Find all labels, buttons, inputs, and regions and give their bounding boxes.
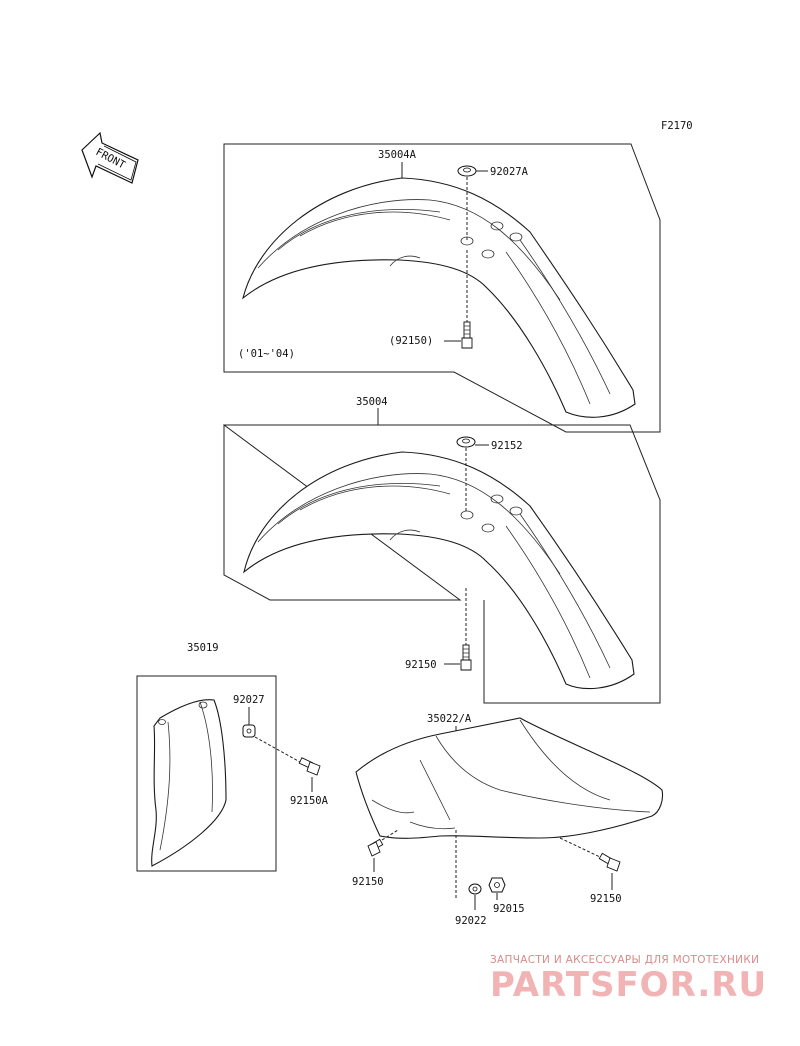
- label-92022: 92022: [455, 915, 487, 927]
- group-frame-35004: [223, 424, 661, 704]
- label-92150-bottom-right: 92150: [590, 893, 622, 905]
- label-92150-paren: (92150): [389, 335, 433, 347]
- label-92150-middle: 92150: [405, 659, 437, 671]
- fender-group-35004: 35004 92152 92150: [223, 396, 661, 704]
- guard-group-35019: 35019 92027 92150A: [136, 642, 329, 872]
- watermark: ЗАПЧАСТИ И АКСЕССУАРЫ ДЛЯ МОТОТЕХНИКИ PA…: [490, 954, 767, 1005]
- label-92015: 92015: [493, 903, 525, 915]
- label-92027: 92027: [233, 694, 265, 706]
- diagram-code: F2170: [661, 120, 693, 132]
- watermark-tagline: ЗАПЧАСТИ И АКСЕССУАРЫ ДЛЯ МОТОТЕХНИКИ: [490, 954, 759, 966]
- bolt-92150-middle: [460, 644, 472, 671]
- bolt-92150-top: [461, 321, 473, 349]
- label-35019: 35019: [187, 642, 219, 654]
- rear-fender-35022A: [355, 717, 664, 839]
- label-92152: 92152: [491, 440, 523, 452]
- label-35022A: 35022/A: [427, 713, 472, 725]
- grommet-92152: [456, 436, 476, 448]
- front-fender-35004: [243, 451, 635, 690]
- rear-fender-group-35022A: 35022/A 92150: [352, 713, 664, 927]
- group-frame-35004A: [223, 143, 661, 433]
- bolt-92150-bottom-right: [598, 852, 621, 872]
- label-92150A: 92150A: [290, 795, 329, 807]
- front-arrow-icon: FRONT: [81, 131, 139, 184]
- washer-92027A: [457, 165, 477, 177]
- label-years: ('01~'04): [238, 348, 295, 360]
- label-92027A: 92027A: [490, 166, 529, 178]
- fender-group-35004A: 35004A 92027A (92150) ('01~'04): [223, 143, 661, 433]
- washer-92027: [242, 724, 256, 738]
- label-92150-bottom-left: 92150: [352, 876, 384, 888]
- fork-guard-35019: [151, 699, 227, 867]
- label-35004: 35004: [356, 396, 388, 408]
- watermark-logo: PARTSFOR.RU: [490, 965, 767, 1005]
- label-35004A: 35004A: [378, 149, 417, 161]
- bolt-92150-bottom-left: [367, 838, 384, 857]
- washer-92022: [468, 883, 482, 895]
- nut-92015: [488, 877, 506, 893]
- group-frame-35019: [136, 675, 277, 872]
- bolt-92150A: [298, 757, 321, 776]
- front-fender-35004A: [242, 177, 636, 418]
